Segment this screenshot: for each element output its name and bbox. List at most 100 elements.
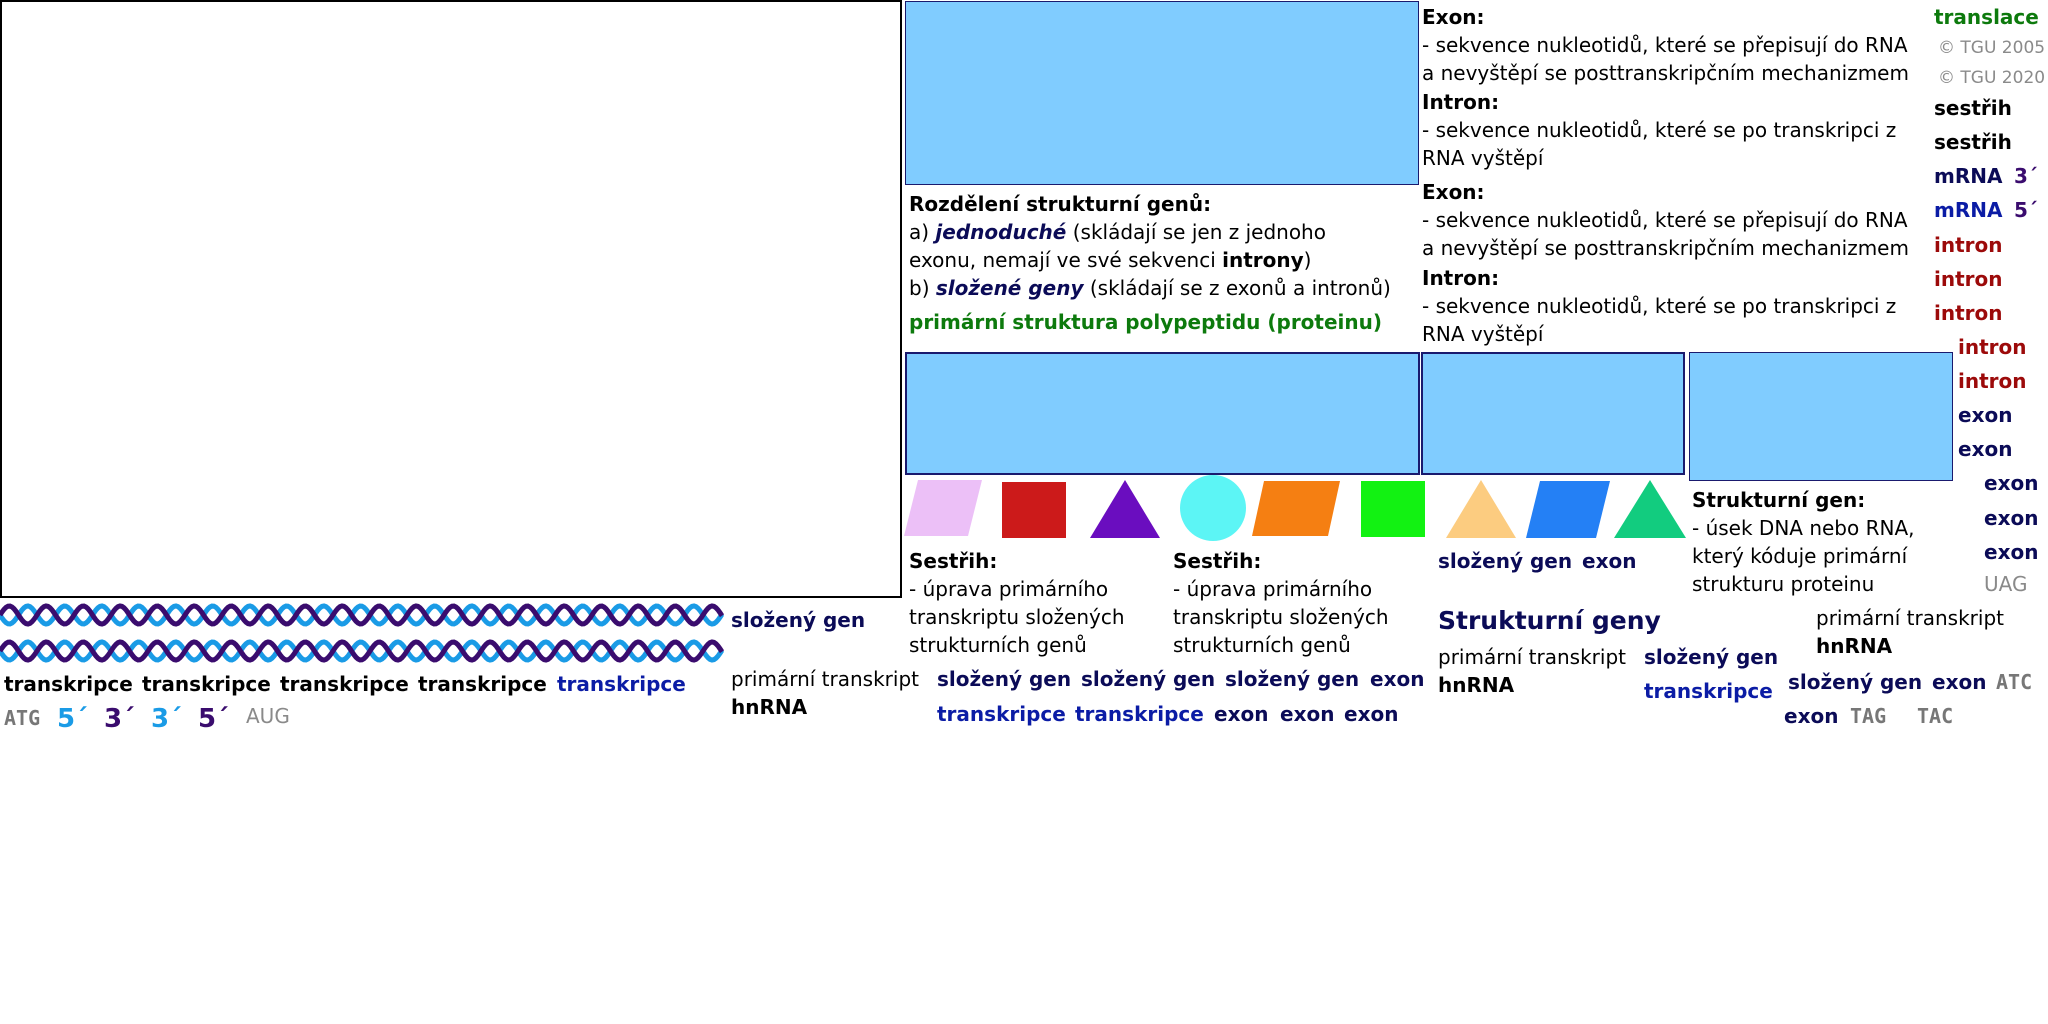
sestrih-label: sestřih — [1934, 130, 2012, 154]
red-square-shape — [1002, 482, 1066, 538]
helix-strand-dark-1 — [0, 603, 725, 627]
hnrna-label: hnRNA — [731, 695, 808, 719]
transcription-label: transkripce — [418, 672, 547, 696]
simple-genes-term: jednoduché — [935, 220, 1067, 244]
exon-definition-line: - sekvence nukleotidů, které se přepisuj… — [1422, 208, 1908, 232]
intron-label: intron — [1934, 267, 2003, 291]
intron-heading: Intron: — [1422, 90, 1500, 114]
splicing-line: transkriptu složených — [909, 605, 1125, 629]
hnrna-label: hnRNA — [1816, 634, 1893, 658]
blue-panel-middle-small — [1421, 352, 1685, 475]
exon-definition-1: Exon: - sekvence nukleotidů, které se př… — [1422, 3, 1909, 87]
copyright-2005: © TGU 2005 — [1938, 38, 2046, 58]
item-text: exonu, nemají ve své sekvenci — [909, 248, 1223, 272]
item-text: (skládají se z exonů a intronů) — [1083, 276, 1391, 300]
exon-definition-line: a nevyštěpí se posttranskripčním mechani… — [1422, 61, 1909, 85]
item-prefix: a) — [909, 220, 936, 244]
transcription-label: transkripce — [1644, 679, 1773, 703]
structural-gene-line: strukturu proteinu — [1692, 572, 1875, 596]
gene-division-heading: Rozdělení strukturní genů: — [909, 192, 1212, 216]
exon-label: exon — [1784, 704, 1839, 728]
intron-definition-line: RNA vyštěpí — [1422, 322, 1544, 346]
intron-label: intron — [1934, 233, 2003, 257]
five-prime-end: 5´ — [2014, 198, 2038, 222]
compound-gene-label: složený gen — [937, 667, 1072, 691]
gene-division-b: b) složené geny (skládají se z exonů a i… — [909, 274, 1391, 302]
splicing-definition-2: Sestřih: - úprava primárního transkriptu… — [1173, 547, 1389, 659]
atc-codon: ATC — [1996, 670, 2033, 694]
exon-label: exon — [1344, 702, 1399, 726]
five-prime-end: 5´ — [198, 704, 230, 734]
dna-helix — [0, 603, 725, 663]
introns-term: introny — [1222, 248, 1304, 272]
exon-label: exon — [1280, 702, 1335, 726]
splicing-line: strukturních genů — [1173, 633, 1351, 657]
blue-panel-top — [905, 1, 1419, 185]
three-prime-end: 3´ — [151, 704, 183, 734]
green-square-shape — [1361, 481, 1425, 537]
exon-definition-2: Exon: - sekvence nukleotidů, které se př… — [1422, 178, 1909, 262]
copyright-2020: © TGU 2020 — [1938, 68, 2046, 88]
gene-division-a: a) jednoduché (skládají se jen z jednoho — [909, 218, 1391, 246]
empty-canvas-frame — [0, 0, 902, 598]
purple-triangle-shape — [1090, 480, 1160, 538]
transcription-label: transkripce — [280, 672, 409, 696]
aug-codon: AUG — [246, 704, 290, 728]
transcription-label: transkripce — [557, 672, 686, 696]
structural-gene-heading: Strukturní gen: — [1692, 488, 1866, 512]
orange-parallelogram-shape — [1252, 481, 1340, 536]
intron-label: intron — [1958, 369, 2027, 393]
splicing-line: - úprava primárního — [1173, 577, 1373, 601]
exon-label: exon — [1214, 702, 1269, 726]
atg-codon: ATG — [4, 706, 41, 730]
sestrih-label: sestřih — [1934, 96, 2012, 120]
transcription-label: transkripce — [937, 702, 1066, 726]
translace-label: translace — [1934, 5, 2039, 29]
gene-division-a-cont: exonu, nemají ve své sekvenci introny) — [909, 246, 1391, 274]
uag-codon: UAG — [1984, 572, 2028, 596]
blue-panel-middle-wide — [905, 352, 1420, 475]
tag-codon: TAG — [1850, 704, 1887, 728]
exon-label: exon — [1958, 437, 2013, 461]
tac-codon: TAC — [1917, 704, 1954, 728]
intron-definition-line: - sekvence nukleotidů, které se po trans… — [1422, 294, 1897, 318]
intron-definition-line: - sekvence nukleotidů, které se po trans… — [1422, 118, 1897, 142]
splicing-line: - úprava primárního — [909, 577, 1109, 601]
item-prefix: b) — [909, 276, 936, 300]
compound-gene-label: složený gen — [1081, 667, 1216, 691]
compound-gene-label: složený gen — [1438, 549, 1573, 573]
transcription-label: transkripce — [142, 672, 271, 696]
exon-label: exon — [1582, 549, 1637, 573]
splicing-line: transkriptu složených — [1173, 605, 1389, 629]
compound-gene-label: složený gen — [1644, 645, 1779, 669]
pink-parallelogram-shape — [904, 480, 982, 536]
exon-heading: Exon: — [1422, 180, 1485, 204]
five-prime-end: 5´ — [57, 704, 89, 734]
item-text: ) — [1303, 248, 1312, 272]
exon-definition-line: - sekvence nukleotidů, které se přepisuj… — [1422, 33, 1908, 57]
splicing-definition-1: Sestřih: - úprava primárního transkriptu… — [909, 547, 1125, 659]
primary-transcript-label: primární transkript — [1438, 645, 1626, 669]
exon-label: exon — [1958, 403, 2013, 427]
teal-triangle-shape — [1614, 480, 1686, 538]
intron-label: intron — [1934, 301, 2003, 325]
intron-definition-line: RNA vyštěpí — [1422, 146, 1544, 170]
structural-gene-line: který kóduje primární — [1692, 544, 1908, 568]
exon-label: exon — [1984, 540, 2039, 564]
compound-gene-label: složený gen — [731, 608, 866, 632]
helix-strand-light-2 — [0, 639, 725, 663]
gene-division-text: Rozdělení strukturní genů: a) jednoduché… — [909, 190, 1391, 302]
helix-strand-dark-2 — [0, 639, 725, 663]
exon-label: exon — [1984, 506, 2039, 530]
exon-label: exon — [1370, 667, 1425, 691]
three-prime-end: 3´ — [2014, 164, 2038, 188]
splicing-heading: Sestřih: — [1173, 549, 1262, 573]
structural-gene-definition: Strukturní gen: - úsek DNA nebo RNA, kte… — [1692, 486, 1914, 598]
primary-transcript-label: primární transkript — [1816, 606, 2004, 630]
structural-genes-title: Strukturní geny — [1438, 606, 1661, 635]
hnrna-label: hnRNA — [1438, 673, 1515, 697]
splicing-heading: Sestřih: — [909, 549, 998, 573]
exon-heading: Exon: — [1422, 5, 1485, 29]
primary-structure-label: primární struktura polypeptidu (proteinu… — [909, 310, 1383, 334]
compound-gene-label: složený gen — [1225, 667, 1360, 691]
